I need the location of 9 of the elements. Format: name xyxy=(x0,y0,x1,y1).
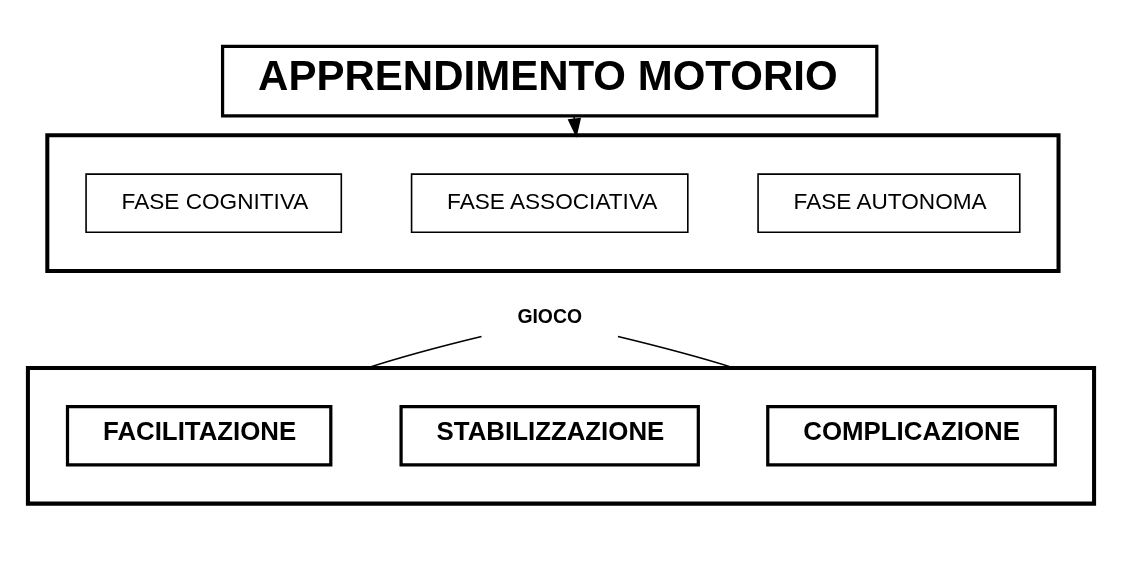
node-box: STABILIZZAZIONE xyxy=(399,404,700,466)
cluster xyxy=(25,365,1097,506)
node-box: FASE ASSOCIATIVA xyxy=(410,172,689,233)
node-text: GIOCO xyxy=(517,304,582,327)
cluster xyxy=(45,132,1061,273)
node-box: FASE AUTONOMA xyxy=(757,172,1021,233)
node-box: FASE COGNITIVA xyxy=(85,172,343,233)
node-box: FACILITAZIONE xyxy=(65,404,333,466)
node-box: COMPLICAZIONE xyxy=(766,404,1057,466)
